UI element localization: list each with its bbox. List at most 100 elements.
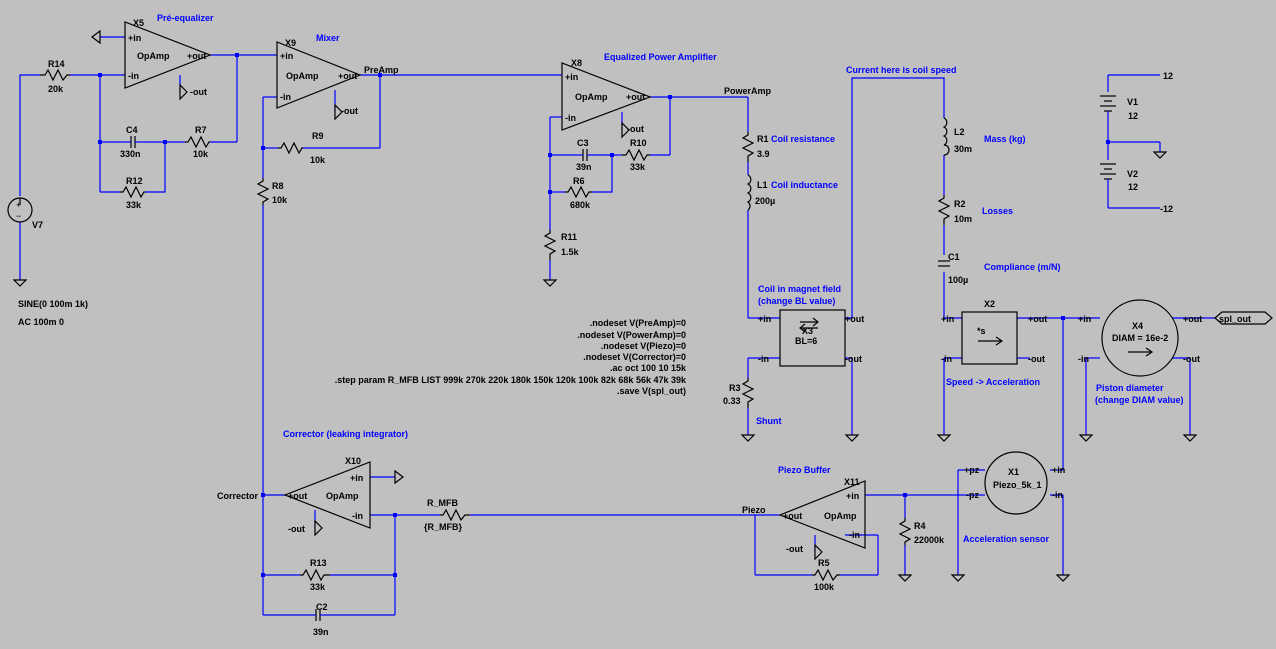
capacitor-c4[interactable]: C4 330n	[120, 125, 145, 159]
block-x3[interactable]: X3 BL=6 +in -in +out -out	[758, 309, 864, 367]
resistor-r13[interactable]: R13 33k	[300, 558, 330, 592]
resistor-r9[interactable]: R9 10k	[278, 131, 326, 165]
comment-coil-magnet-1: Coil in magnet field	[758, 284, 841, 294]
x1-name: X1	[1008, 467, 1019, 477]
r11-name: R11	[561, 232, 577, 242]
r12-name: R12	[126, 176, 143, 186]
inductor-l2[interactable]: L2 30m	[942, 117, 972, 156]
x5-name: X5	[133, 18, 144, 28]
ground-x5-in	[91, 29, 101, 45]
net-plus12: 12	[1163, 71, 1173, 81]
block-x1[interactable]: X1 Piezo_5k_1 +pz -pz +in -in	[964, 451, 1065, 515]
x11-pin-out-p: +out	[783, 511, 802, 521]
capacitor-c1[interactable]: C1 100µ	[938, 252, 968, 285]
block-x2[interactable]: X2 *s +in -in +out -out	[941, 299, 1047, 365]
resistor-rmfb[interactable]: R_MFB {R_MFB}	[424, 498, 470, 532]
x3-pin-in-n: -in	[758, 354, 769, 364]
v1-value: 12	[1128, 111, 1138, 121]
r4-name: R4	[914, 521, 926, 531]
ground-x10-in	[394, 469, 404, 485]
x10-pin-in-n: -in	[352, 511, 363, 521]
opamp-x5[interactable]: X5 +in OpAmp -in +out -out	[124, 18, 212, 97]
resistor-r7[interactable]: R7 10k	[185, 125, 210, 159]
l1-value: 200µ	[755, 196, 775, 206]
net-corrector: Corrector	[217, 491, 259, 501]
x8-pin-out-n: -out	[627, 124, 644, 134]
comment-piston-2: (change DIAM value)	[1095, 395, 1184, 405]
r4-value: 22000k	[914, 535, 945, 545]
x2-pin-in-n: -in	[941, 354, 952, 364]
resistor-r12[interactable]: R12 33k	[120, 176, 145, 210]
directive-step: .step param R_MFB LIST 999k 270k 220k 18…	[335, 375, 687, 385]
x2-pin-in-p: +in	[941, 314, 954, 324]
svg-text:−: −	[16, 211, 21, 221]
resistor-r11[interactable]: R11 1.5k	[543, 230, 580, 260]
r6-value: 680k	[570, 200, 591, 210]
x9-name: X9	[285, 38, 296, 48]
spice-directives[interactable]: .nodeset V(PreAmp)=0 .nodeset V(PowerAmp…	[335, 318, 687, 396]
spl-out-label: spl_out	[1219, 314, 1251, 324]
r2-name: R2	[954, 199, 966, 209]
x4-pin-out-p: +out	[1183, 314, 1202, 324]
x3-pin-out-n: -out	[845, 354, 862, 364]
x1-param: Piezo_5k_1	[993, 480, 1042, 490]
net-poweramp: PowerAmp	[724, 86, 772, 96]
net-minus12: -12	[1160, 204, 1173, 214]
x1-pin-pz-p: +pz	[964, 465, 980, 475]
net-labels: PreAmp PowerAmp Corrector Piezo 12 -12	[217, 65, 1173, 515]
resistor-r10[interactable]: R10 33k	[622, 138, 650, 172]
x9-pin-out-p: +out	[338, 71, 357, 81]
comment-shunt: Shunt	[756, 416, 782, 426]
battery-v2[interactable]: V2 12	[1100, 163, 1138, 192]
battery-v1[interactable]: V1 12	[1100, 95, 1138, 121]
opamp-x9[interactable]: X9 +in OpAmp -in +out -out	[276, 38, 362, 116]
r2-value: 10m	[954, 214, 972, 224]
resistor-r1[interactable]: R1 3.9	[741, 132, 770, 162]
comment-piezo-buffer: Piezo Buffer	[778, 465, 831, 475]
l1-name: L1	[757, 180, 768, 190]
comment-mass: Mass (kg)	[984, 134, 1026, 144]
x9-pin-in-p: +in	[280, 51, 293, 61]
r6-name: R6	[573, 176, 585, 186]
net-piezo: Piezo	[742, 505, 766, 515]
x11-pin-out-n: -out	[786, 544, 803, 554]
r10-value: 33k	[630, 162, 646, 172]
comment-current-coil-speed: Current here is coil speed	[846, 65, 957, 75]
r7-name: R7	[195, 125, 207, 135]
c3-name: C3	[577, 138, 589, 148]
x10-pin-out-p: +out	[288, 491, 307, 501]
x9-pin-out-n: -out	[341, 106, 358, 116]
directive-nodeset-piezo: .nodeset V(Piezo)=0	[601, 341, 686, 351]
r3-name: R3	[729, 383, 741, 393]
resistor-r14[interactable]: R14 20k	[40, 59, 70, 94]
resistor-r8[interactable]: R8 10k	[256, 178, 288, 205]
x8-model: OpAmp	[575, 92, 608, 102]
inductor-l1[interactable]: L1 200µ	[746, 174, 775, 211]
c1-value: 100µ	[948, 275, 968, 285]
v1-name: V1	[1127, 97, 1138, 107]
comments: Pré-equalizer Mixer Equalized Power Ampl…	[157, 13, 1184, 544]
resistor-r5[interactable]: R5 100k	[812, 558, 840, 592]
ground-x9-out	[334, 103, 343, 121]
resistor-r6[interactable]: R6 680k	[565, 176, 592, 210]
r1-value: 3.9	[757, 149, 770, 159]
capacitor-c3[interactable]: C3 39n	[576, 138, 592, 172]
voltage-source-v7[interactable]: + − V7 SINE(0 100m 1k) AC 100m 0	[7, 197, 88, 327]
resistor-r3[interactable]: R3 0.33	[723, 378, 755, 408]
comment-pre-equalizer: Pré-equalizer	[157, 13, 214, 23]
block-x4[interactable]: X4 DIAM = 16e-2 +in -in +out -out	[1078, 299, 1202, 377]
wires	[19, 36, 1215, 616]
x8-name: X8	[571, 58, 582, 68]
r14-name: R14	[48, 59, 65, 69]
resistor-r4[interactable]: R4 22000k	[898, 518, 945, 545]
resistor-r2[interactable]: R2 10m	[937, 195, 972, 225]
x4-pin-out-n: -out	[1183, 354, 1200, 364]
net-label-spl-out[interactable]: spl_out	[1214, 311, 1273, 325]
opamp-x10[interactable]: X10 +in OpAmp -in +out -out	[283, 456, 371, 534]
x2-pin-out-p: +out	[1028, 314, 1047, 324]
c2-value: 39n	[313, 627, 329, 637]
opamp-x11[interactable]: X11 +in OpAmp -in +out -out	[778, 477, 866, 554]
capacitor-c2[interactable]: C2 39n	[312, 602, 329, 637]
opamp-x8[interactable]: X8 +in OpAmp -in +out -out	[561, 58, 652, 134]
